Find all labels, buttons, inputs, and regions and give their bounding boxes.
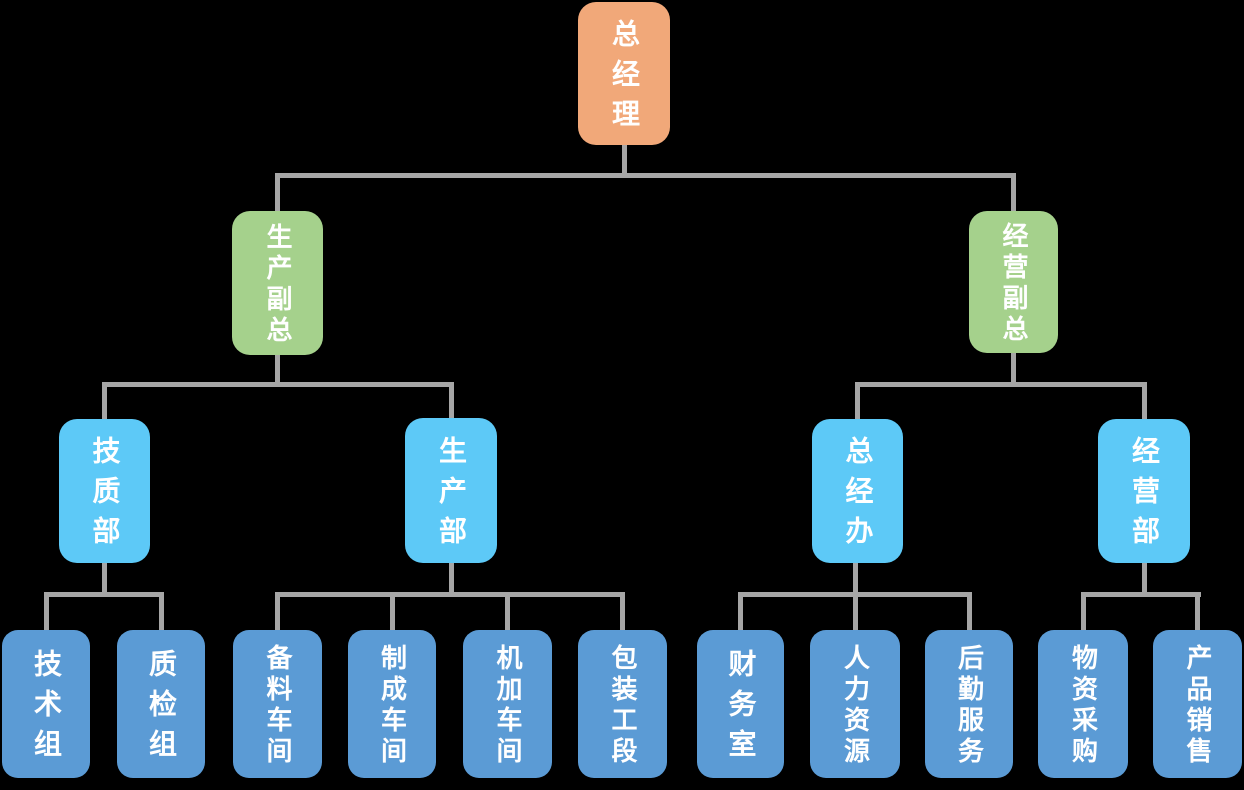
connector-v-sales-top [1195,592,1200,630]
connector-v-production-vp-top [275,173,280,211]
connector-h-business-dept-children [1081,592,1201,597]
org-node-label: 质检组 [145,649,178,769]
org-node-logistics-service: 后勤服务 [925,630,1013,778]
connector-v-finance-top [738,592,743,630]
org-node-label: 财务室 [724,649,758,769]
connector-v-business-dept-bottom [1142,561,1147,597]
org-node-label: 包装工段 [607,644,637,768]
connector-v-production-dept-bottom [449,561,454,597]
org-node-gm-office: 总经办 [812,419,903,563]
connector-v-tech-quality-dept-top [102,382,107,419]
connector-v-gm-office-top [855,382,860,419]
connector-v-machining-top [505,592,510,630]
org-node-label: 物资采购 [1067,644,1098,768]
org-node-finance-office: 财务室 [697,630,784,778]
org-node-product-sales: 产品销售 [1153,630,1242,778]
org-node-label: 技质部 [88,436,122,556]
connector-v-general-manager [622,144,627,178]
org-node-label: 经营副总 [998,222,1028,346]
org-node-business-vp: 经营副总 [969,211,1058,353]
connector-h-production-children [275,592,625,597]
connector-v-business-vp-top [1011,173,1016,211]
connector-h-production-vp-children [102,382,454,387]
connector-v-tech-quality-dept-bottom [102,561,107,597]
org-node-label: 总经办 [841,436,875,556]
org-node-label: 产品销售 [1182,644,1212,768]
connector-v-forming-top [390,592,395,630]
connector-v-business-vp-bottom [1011,352,1016,387]
connector-h-tech-quality-children [44,592,164,597]
connector-v-procurement-top [1081,592,1086,630]
org-node-material-procurement: 物资采购 [1038,630,1128,778]
connector-v-production-vp-bottom [275,354,280,387]
org-node-general-manager: 总经理 [578,2,670,145]
connector-h-business-vp-children [855,382,1147,387]
org-node-label: 人力资源 [839,644,870,768]
org-node-business-dept: 经营部 [1098,419,1190,563]
org-node-forming-workshop: 制成车间 [348,630,436,778]
org-node-label: 生产副总 [262,223,292,347]
org-node-packaging-section: 包装工段 [578,630,667,778]
org-node-material-prep-workshop: 备料车间 [233,630,322,778]
org-node-label: 经营部 [1128,436,1161,556]
org-node-label: 总经理 [608,18,641,139]
org-node-label: 备料车间 [262,644,292,768]
org-node-label: 制成车间 [376,644,407,768]
connector-v-production-dept-top [449,382,454,418]
org-node-production-vp: 生产副总 [232,211,323,355]
connector-v-technology-team-top [44,592,49,630]
org-node-label: 生产部 [435,435,468,556]
connector-v-packaging-top [620,592,625,630]
org-node-label: 后勤服务 [953,644,984,768]
org-node-quality-inspection-team: 质检组 [117,630,205,778]
connector-h-gm-office-children [738,592,972,597]
connector-v-material-prep-top [275,592,280,630]
connector-v-business-dept-top [1142,382,1147,419]
org-node-technology-team: 技术组 [2,630,90,778]
org-node-label: 机加车间 [492,644,522,768]
org-node-label: 技术组 [30,649,63,769]
connector-v-quality-team-top [159,592,164,630]
connector-h-level2 [275,173,1016,178]
connector-v-logistics-top [967,592,972,630]
org-node-tech-quality-dept: 技质部 [59,419,150,563]
org-node-human-resources: 人力资源 [810,630,900,778]
org-node-production-dept: 生产部 [405,418,497,563]
org-node-machining-workshop: 机加车间 [463,630,552,778]
